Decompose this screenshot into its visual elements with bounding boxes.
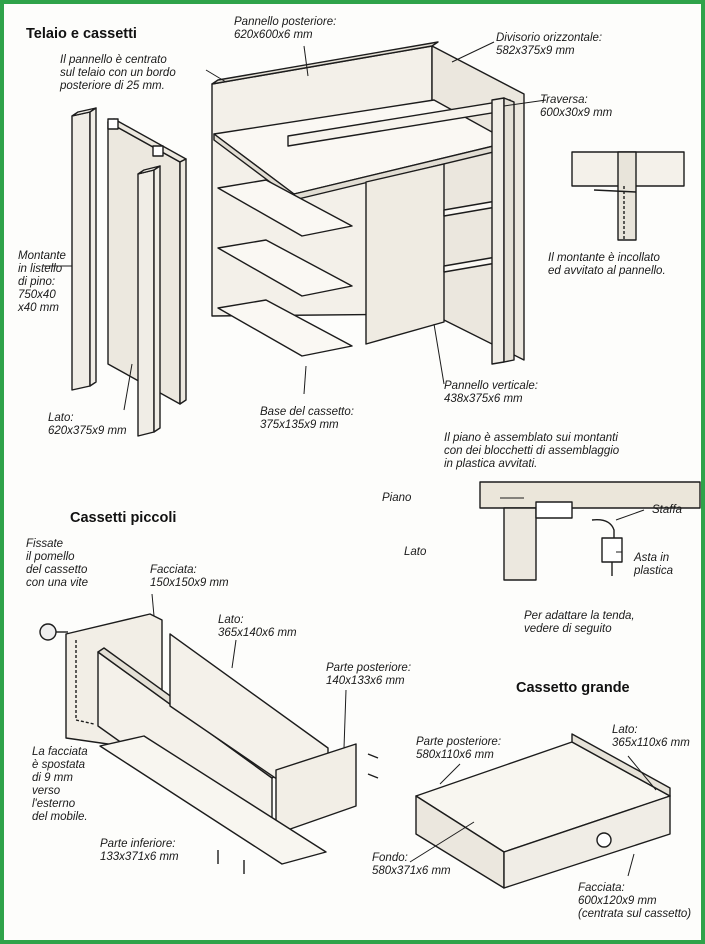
small-drawer-parts	[39, 613, 379, 874]
label-curtain-note: Per adattare la tenda, vedere di seguito	[524, 610, 635, 635]
label-rail: Traversa: 600x30x9 mm	[540, 94, 613, 119]
label-top: Piano	[382, 492, 412, 504]
label-back-panel: Pannello posteriore: 620x600x6 mm	[234, 16, 337, 41]
label-top-side: Lato	[404, 546, 427, 558]
label-drawer-base: Base del cassetto: 375x135x9 mm	[260, 406, 354, 431]
carcass	[211, 41, 525, 365]
title-large-drawer: Cassetto grande	[516, 680, 630, 696]
label-small-side: Lato: 365x140x6 mm	[218, 614, 297, 639]
label-vertical-panel: Pannello verticale: 438x375x6 mm	[444, 380, 538, 405]
label-upright: Montante in listello di pino: 750x40 x40…	[18, 250, 66, 314]
upright-joint-detail	[571, 151, 685, 241]
label-offset-note: La facciata è spostata di 9 mm verso l'e…	[32, 746, 88, 823]
label-back-note: Il pannello è centrato sul telaio con un…	[60, 54, 176, 92]
label-upright-note: Il montante è incollato ed avvitato al p…	[548, 252, 666, 277]
leader-lines	[44, 41, 657, 877]
label-small-front: Facciata: 150x150x9 mm	[150, 564, 229, 589]
label-bracket: Staffa	[652, 504, 683, 516]
label-large-side: Lato: 365x110x6 mm	[612, 724, 690, 749]
label-knob-note: Fissate il pomello del cassetto con una …	[26, 538, 89, 589]
title-frame: Telaio e cassetti	[26, 26, 137, 42]
label-large-back: Parte posteriore: 580x110x6 mm	[416, 736, 502, 761]
label-small-bottom: Parte inferiore: 133x371x6 mm	[100, 838, 179, 863]
label-shelf: Divisorio orizzontale: 582x375x9 mm	[496, 32, 603, 57]
label-top-note: Il piano è assemblato sui montanti con d…	[444, 432, 620, 470]
label-side: Lato: 620x375x9 mm	[48, 412, 127, 437]
title-small-drawers: Cassetti piccoli	[70, 510, 177, 526]
assembly-drawing	[39, 41, 701, 889]
upright-left	[71, 107, 97, 391]
label-large-front: Facciata: 600x120x9 mm (centrata sul cas…	[578, 882, 692, 920]
top-fixing-detail	[479, 481, 701, 581]
label-large-bottom: Fondo: 580x371x6 mm	[372, 852, 451, 877]
label-rod: Asta in plastica	[634, 552, 673, 577]
upright-right	[137, 165, 161, 437]
label-small-back: Parte posteriore: 140x133x6 mm	[326, 662, 412, 687]
large-drawer	[415, 733, 671, 889]
